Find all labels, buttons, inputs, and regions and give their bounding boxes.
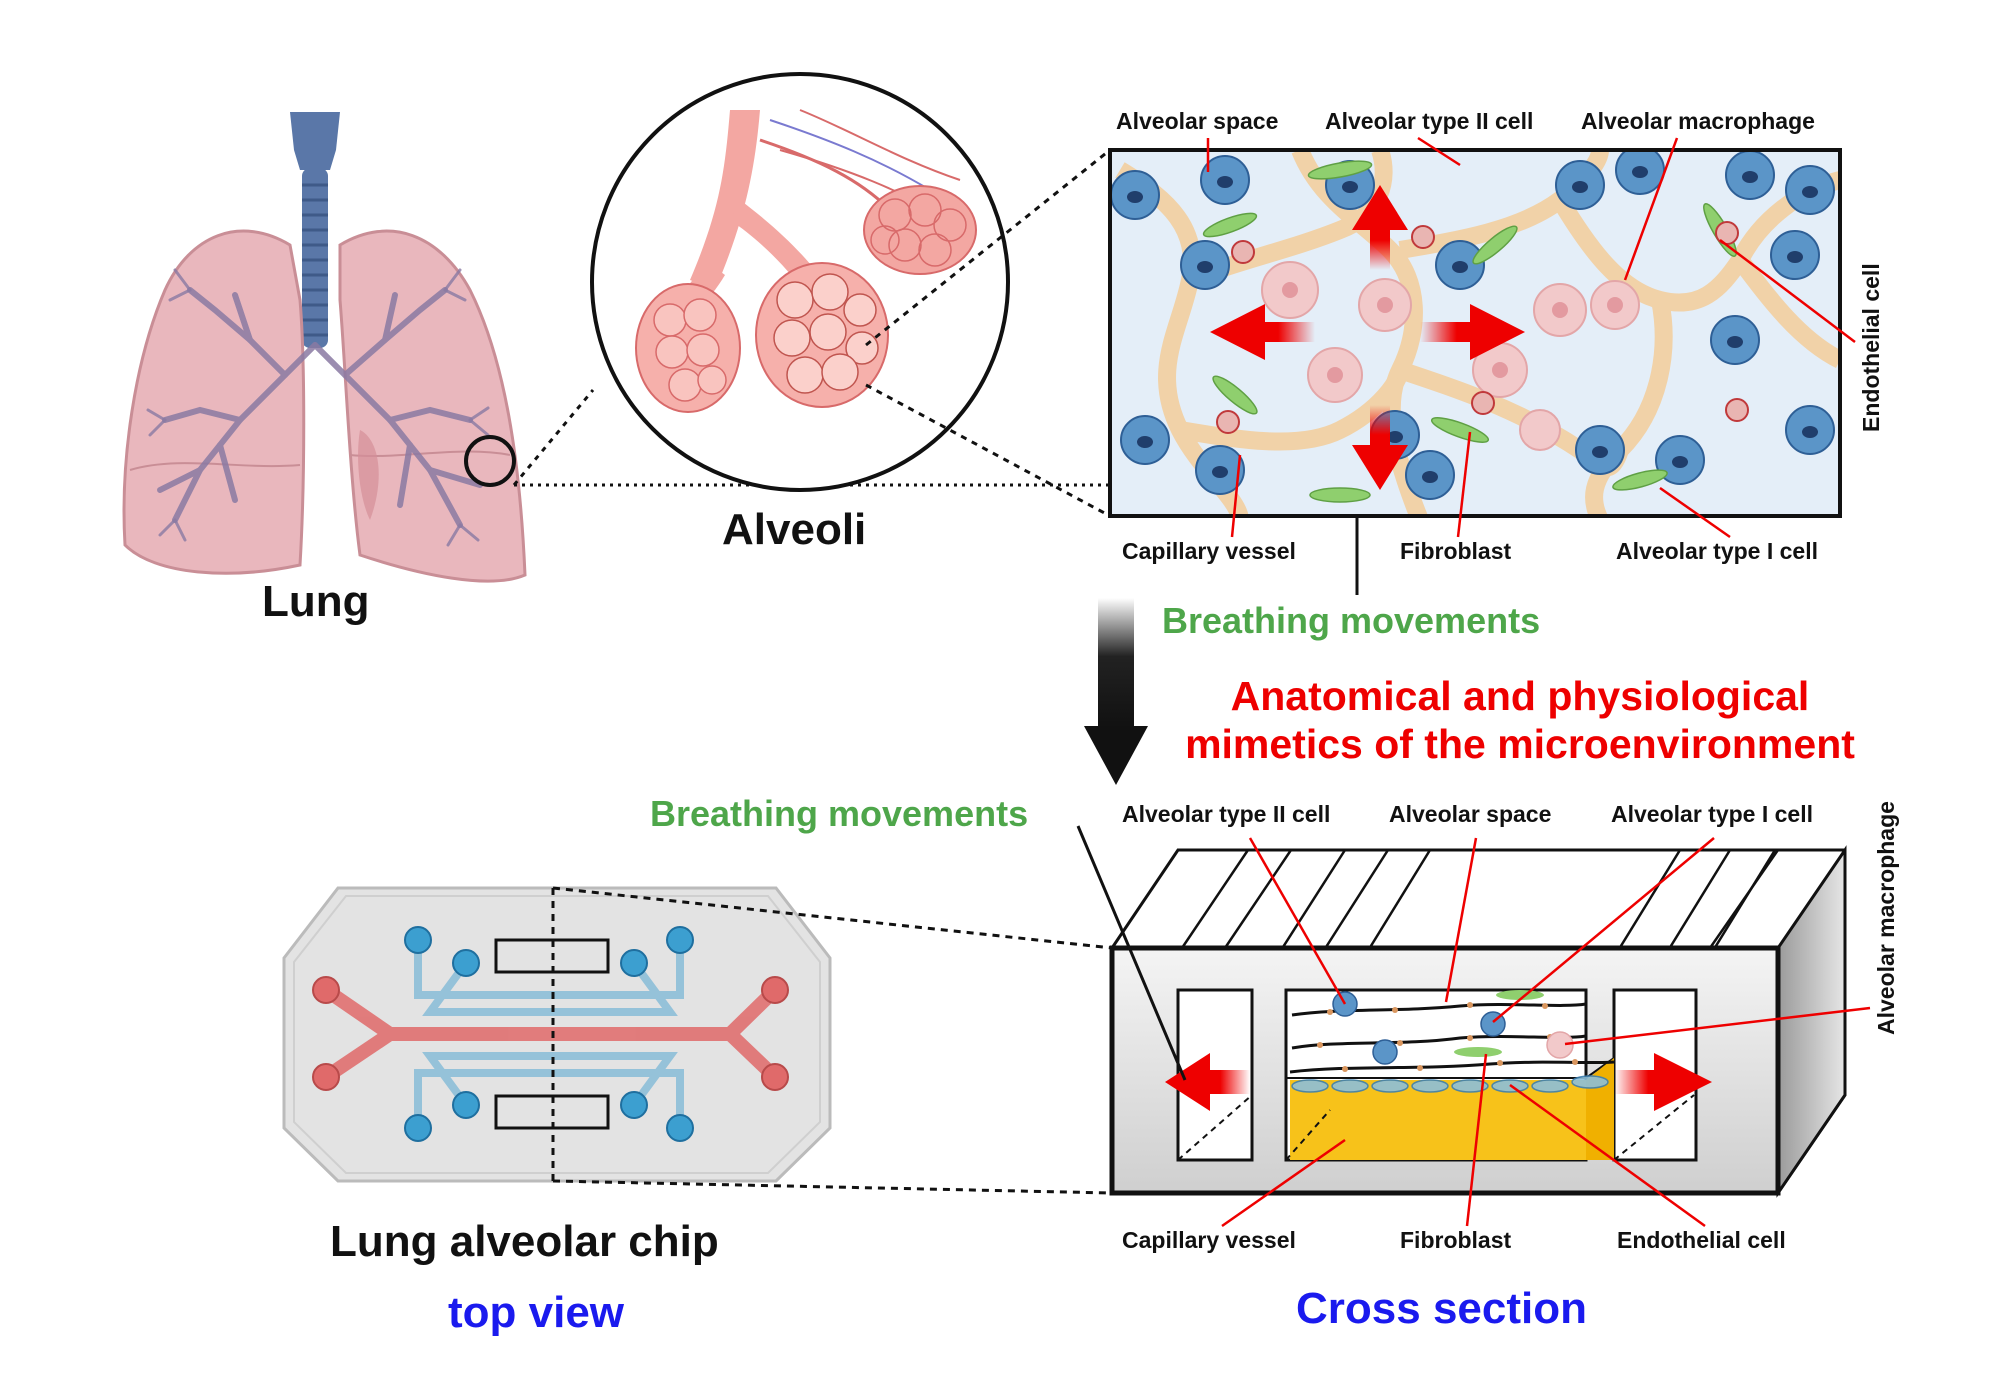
tissue-endothelial-cell-label: Endothelial cell [1858,263,1884,432]
tissue-breathing-movements-label: Breathing movements [1162,600,1541,641]
top-view-label: top view [448,1288,625,1337]
headline-line-1: Anatomical and physiological [1230,673,1810,719]
chip-alveolar-space-label: Alveolar space [1389,801,1552,827]
chip-fibroblast-label: Fibroblast [1400,1227,1512,1253]
chip-alveolar-type-i-label: Alveolar type I cell [1611,801,1813,827]
tissue-fibroblast-label: Fibroblast [1400,538,1512,564]
chip-alveolar-type-ii-label: Alveolar type II cell [1122,801,1331,827]
alveolar-tissue-panel [1108,136,1856,595]
chip-endothelial-cell-label: Endothelial cell [1617,1227,1786,1253]
chip-top-view [282,886,1113,1195]
alveoli-label: Alveoli [722,505,867,554]
tissue-breathing-arrows [1210,185,1525,490]
chip-capillary-vessel-label: Capillary vessel [1122,1227,1296,1253]
tissue-alveolar-space-label: Alveolar space [1116,108,1279,134]
transition-arrow [1084,598,1148,785]
lung-label: Lung [262,577,370,626]
tissue-alveolar-type-i-label: Alveolar type I cell [1616,538,1818,564]
microenvironment-headline: Anatomical and physiological mimetics of… [1150,672,1890,769]
tissue-alveolar-type-ii-label: Alveolar type II cell [1325,108,1534,134]
tissue-capillary-vessel-label: Capillary vessel [1122,538,1296,564]
tissue-alveolar-macrophage-label: Alveolar macrophage [1581,108,1815,134]
alveoli-illustration [590,72,1111,518]
chip-cross-section [1076,825,1871,1228]
chip-title: Lung alveolar chip [330,1217,719,1266]
headline-line-2: mimetics of the microenvironment [1185,721,1855,768]
lung-illustration [122,112,1110,583]
chip-alveolar-macrophage-label: Alveolar macrophage [1873,801,1899,1035]
chip-breathing-movements-label: Breathing movements [650,793,1029,834]
cross-section-label: Cross section [1296,1284,1587,1333]
